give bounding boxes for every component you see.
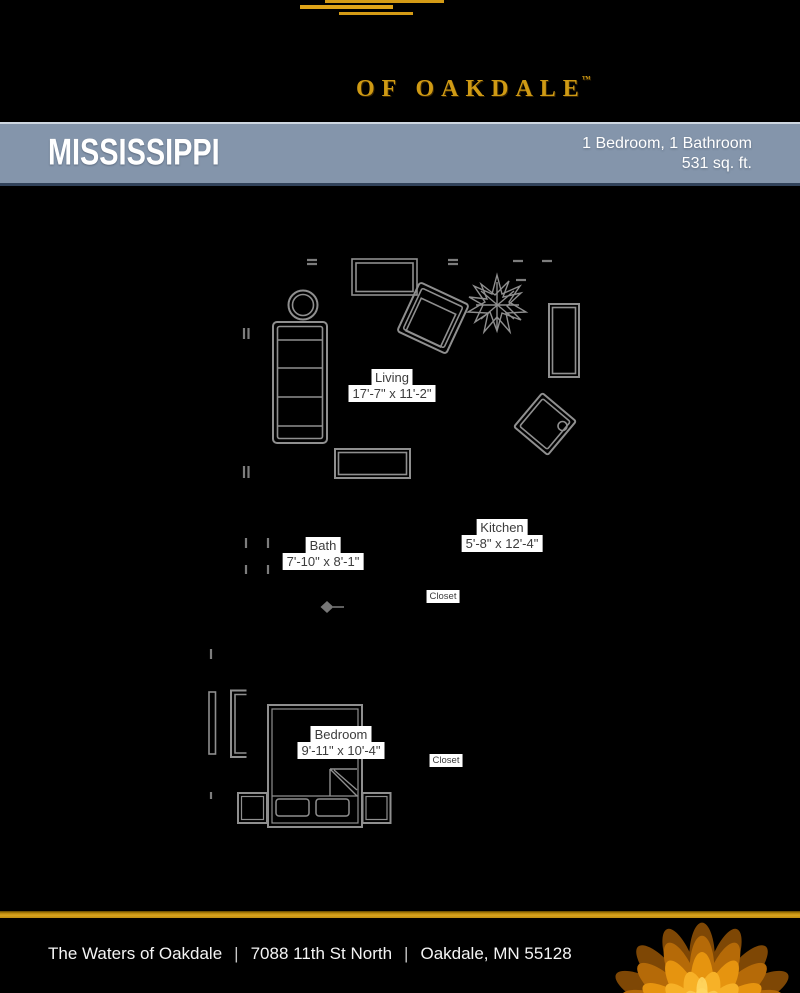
console-table — [548, 303, 580, 378]
sofa — [272, 321, 328, 444]
footer-community: The Waters of Oakdale — [48, 944, 223, 963]
room-label-closet-1: Closet — [426, 590, 460, 603]
room-label-bedroom: Bedroom 9'-11" x 10'-4" — [297, 726, 385, 759]
tv-stand — [351, 258, 418, 296]
armchair — [397, 282, 469, 354]
room-label-kitchen: Kitchen 5'-8" x 12'-4" — [461, 519, 543, 552]
trademark-symbol: ™ — [581, 74, 591, 84]
room-label-bath: Bath 7'-10" x 8'-1" — [282, 537, 364, 570]
door-knob-icon — [320, 601, 344, 613]
brand-wordmark: OF OAKDALE™ — [356, 74, 591, 103]
footer-city: Oakdale, MN 55128 — [420, 944, 572, 963]
dresser — [208, 689, 247, 758]
room-name: Closet — [426, 590, 460, 603]
room-dims: 17'-7" x 11'-2" — [348, 385, 436, 402]
round-table — [287, 289, 319, 321]
bed — [267, 704, 363, 828]
footer-separator: | — [234, 944, 239, 963]
room-label-closet-2: Closet — [429, 754, 463, 767]
wall-dashes — [209, 258, 552, 799]
room-dims: 5'-8" x 12'-4" — [461, 535, 543, 552]
footer-separator: | — [404, 944, 409, 963]
plan-banner: MISSISSIPPI 1 Bedroom, 1 Bathroom 531 sq… — [0, 122, 800, 186]
coffee-table — [334, 448, 411, 479]
nightstand-left — [237, 792, 268, 824]
flower-petals — [615, 922, 789, 993]
footer-street: 7088 11th St North — [250, 944, 393, 963]
room-dims: 9'-11" x 10'-4" — [297, 742, 385, 759]
room-label-living: Living 17'-7" x 11'-2" — [348, 369, 436, 402]
logo-swoosh-icon — [325, 0, 444, 3]
room-name: Living — [371, 369, 413, 386]
nightstand-right — [361, 792, 392, 824]
flower-image — [600, 920, 800, 993]
room-dims: 7'-10" x 8'-1" — [282, 553, 364, 570]
room-name: Closet — [429, 754, 463, 767]
room-name: Kitchen — [476, 519, 528, 536]
logo-swoosh-icon — [339, 12, 413, 15]
brand-wordmark-text: OF OAKDALE — [356, 76, 586, 102]
footer-address: The Waters of Oakdale | 7088 11th St North… — [48, 944, 572, 964]
plan-specs-area: 531 sq. ft. — [681, 154, 752, 172]
room-name: Bedroom — [310, 726, 372, 743]
plan-specs: 1 Bedroom, 1 Bathroom 531 sq. ft. — [582, 134, 752, 174]
room-name: Bath — [305, 537, 341, 554]
dining-chair — [513, 392, 577, 456]
plan-name: MISSISSIPPI — [48, 130, 220, 172]
plan-specs-rooms: 1 Bedroom, 1 Bathroom — [582, 134, 752, 152]
logo-swoosh-icon — [300, 5, 393, 9]
plant — [465, 272, 529, 335]
gold-divider — [0, 911, 800, 918]
